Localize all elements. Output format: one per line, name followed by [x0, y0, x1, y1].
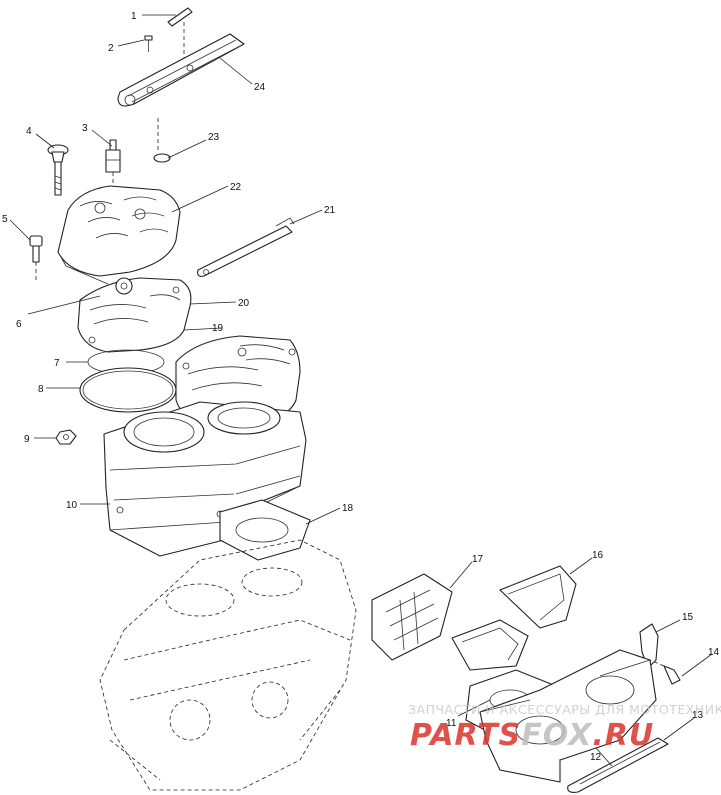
callout-8: 8: [38, 384, 44, 395]
watermark-tagline: ЗАПЧАСТИ И АКСЕССУАРЫ ДЛЯ МОТОТЕХНИКИ: [408, 702, 721, 717]
callout-6: 6: [16, 319, 22, 330]
callout-7: 7: [54, 358, 60, 369]
watermark-logo: PARTSFOX.RU: [410, 718, 654, 753]
part-19-cylinder-head: [77, 277, 192, 353]
part-3-spark-plug: [105, 139, 121, 190]
leader-lines: [9, 14, 713, 767]
part-9-nut: [55, 429, 77, 445]
part-23-washer: [153, 118, 171, 163]
part-14-screw: [649, 659, 681, 685]
watermark: ЗАПЧАСТИ И АКСЕССУАРЫ ДЛЯ МОТОТЕХНИКИ PA…: [408, 702, 721, 753]
part-5-bolt: [29, 235, 43, 282]
watermark-logo-gray: FOX: [521, 718, 593, 753]
callout-5: 5: [2, 214, 8, 225]
callout-labels: 1 2 24 3 4 23 22 21 5 6 20 19 7 8 9 10 1…: [2, 11, 720, 763]
watermark-logo-suffix: .RU: [592, 718, 654, 753]
callout-20: 20: [238, 298, 250, 309]
part-17-reed-valve: [371, 573, 453, 661]
part-2-screw: [144, 35, 153, 52]
callout-4: 4: [26, 126, 32, 137]
callout-21: 21: [324, 205, 336, 216]
part-1-bolt: [167, 7, 193, 60]
callout-13: 13: [692, 710, 704, 721]
callout-14: 14: [708, 647, 720, 658]
callout-23: 23: [208, 132, 220, 143]
part-21-bracket: [197, 217, 295, 277]
callout-1: 1: [131, 11, 137, 22]
part-15-bracket-plate: [639, 623, 659, 669]
part-10-cylinder-block: [103, 401, 307, 557]
callout-24: 24: [254, 82, 266, 93]
callout-2: 2: [108, 43, 114, 54]
callout-10: 10: [66, 500, 78, 511]
part-22-head-cover: [57, 185, 181, 285]
part-24-rail: [117, 33, 245, 107]
callout-9: 9: [24, 434, 30, 445]
callout-16: 16: [592, 550, 604, 561]
callout-11: 11: [446, 718, 457, 729]
part-16-reed-cage: [499, 565, 577, 629]
callout-3: 3: [82, 123, 88, 134]
callout-22: 22: [230, 182, 242, 193]
callout-17: 17: [472, 554, 484, 565]
intake-manifold: [479, 649, 657, 783]
callout-15: 15: [682, 612, 694, 623]
callout-19: 19: [212, 323, 224, 334]
reed-cage-lower: [451, 619, 529, 671]
part-8-gasket-ring: [79, 367, 177, 413]
watermark-logo-red: PARTS: [410, 718, 521, 753]
part-18-base-gasket: [219, 499, 311, 561]
part-4-cap-bolt: [47, 144, 69, 196]
callout-12: 12: [590, 752, 602, 763]
crankcase: [99, 539, 357, 791]
part-12-strip: [567, 737, 669, 793]
callout-18: 18: [342, 503, 354, 514]
